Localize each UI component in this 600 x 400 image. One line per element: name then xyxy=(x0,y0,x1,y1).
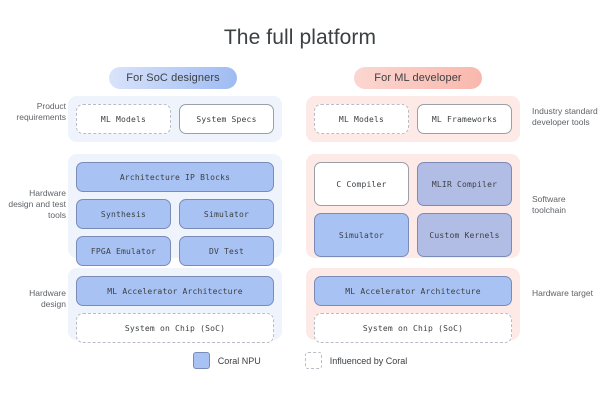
legend: Coral NPU Influenced by Coral xyxy=(0,352,600,369)
row-label-software-toolchain: Software toolchain xyxy=(532,194,567,215)
block-fpga-emulator: FPGA Emulator xyxy=(76,236,171,266)
block-ml-models: ML Models xyxy=(76,104,171,134)
column-header-pill-soc-designers: For SoC designers xyxy=(109,67,237,89)
page-title: The full platform xyxy=(223,26,377,49)
block-simulator: Simulator xyxy=(179,199,274,229)
box-row: Architecture IP Blocks xyxy=(76,162,274,192)
block-ml-accelerator-architecture: ML Accelerator Architecture xyxy=(76,276,274,306)
box-row: ML Accelerator Architecture xyxy=(314,276,512,306)
block-system-specs: System Specs xyxy=(179,104,274,134)
box-row: ML Models ML Frameworks xyxy=(314,104,512,134)
panel-soc-product-requirements: ML Models System Specs xyxy=(68,96,282,142)
pill-label: For SoC designers xyxy=(126,72,220,84)
legend-item-coral-npu: Coral NPU xyxy=(192,352,261,369)
block-ml-accelerator-architecture: ML Accelerator Architecture xyxy=(314,276,512,306)
box-row: ML Accelerator Architecture xyxy=(76,276,274,306)
block-ml-models: ML Models xyxy=(314,104,409,134)
legend-swatch-npu-icon xyxy=(192,352,210,369)
row-label-product-requirements: Product requirements xyxy=(16,101,66,122)
block-dv-test: DV Test xyxy=(179,236,274,266)
row-label-hardware-design-and-test-tools: Hardware design and test tools xyxy=(8,188,66,220)
box-row: Synthesis Simulator xyxy=(76,199,274,229)
legend-label: Coral NPU xyxy=(217,355,261,366)
box-row: System on Chip (SoC) xyxy=(314,313,512,343)
legend-label: Influenced by Coral xyxy=(329,355,408,366)
block-ml-frameworks: ML Frameworks xyxy=(417,104,512,134)
legend-swatch-influenced-icon xyxy=(304,352,322,369)
block-synthesis: Synthesis xyxy=(76,199,171,229)
legend-item-influenced-by-coral: Influenced by Coral xyxy=(304,352,408,369)
row-label-hardware-design: Hardware design xyxy=(29,288,66,309)
block-architecture-ip-blocks: Architecture IP Blocks xyxy=(76,162,274,192)
block-c-compiler: C Compiler xyxy=(314,162,409,206)
row-label-industry-standard-developer-tools: Industry standard developer tools xyxy=(532,106,598,127)
block-system-on-chip-soc: System on Chip (SoC) xyxy=(76,313,274,343)
block-simulator: Simulator xyxy=(314,213,409,257)
block-system-on-chip-soc: System on Chip (SoC) xyxy=(314,313,512,343)
block-custom-kernels: Custom Kernels xyxy=(417,213,512,257)
box-row: ML Models System Specs xyxy=(76,104,274,134)
column-header-pill-ml-developer: For ML developer xyxy=(354,67,482,89)
panel-ml-industry-standard-developer-tools: ML Models ML Frameworks xyxy=(306,96,520,142)
block-mlir-compiler: MLIR Compiler xyxy=(417,162,512,206)
pill-label: For ML developer xyxy=(374,72,462,84)
box-row: FPGA Emulator DV Test xyxy=(76,236,274,266)
row-label-hardware-target: Hardware target xyxy=(532,288,593,298)
box-row: System on Chip (SoC) xyxy=(76,313,274,343)
